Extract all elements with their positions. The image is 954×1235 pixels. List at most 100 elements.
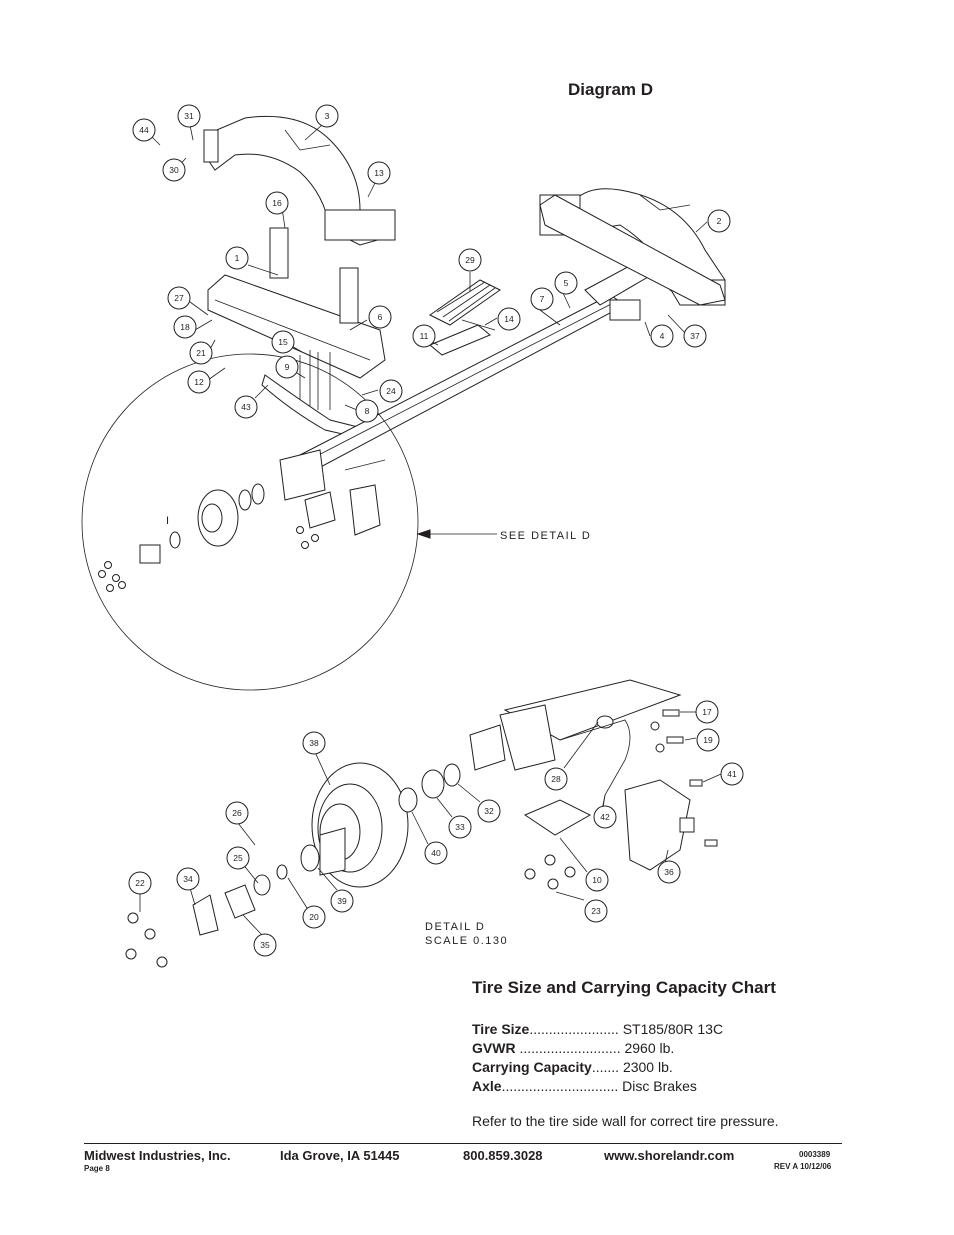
callout-circle (585, 868, 609, 892)
callout-18: 18 (173, 315, 197, 339)
callout-42: 42 (593, 805, 617, 829)
callout-number: 5 (564, 278, 569, 288)
callout-number: 26 (232, 808, 242, 818)
callout-circle (720, 762, 744, 786)
footer-divider (84, 1143, 842, 1144)
callout-circle (253, 933, 277, 957)
right-bracket (539, 194, 726, 321)
callout-number: 6 (378, 312, 383, 322)
callout-number: 24 (386, 386, 396, 396)
callout-number: 3 (325, 111, 330, 121)
callout-31: 31 (177, 104, 201, 128)
callout-number: 8 (365, 406, 370, 416)
callout-1: 1 (225, 246, 249, 270)
callout-number: 23 (591, 906, 601, 916)
callout-12: 12 (187, 370, 211, 394)
callout-circle (302, 731, 326, 755)
spec-value: 2300 lb. (622, 1059, 673, 1075)
callout-44: 44 (132, 118, 156, 142)
upper-hub-assembly (139, 449, 386, 564)
callout-circle (330, 889, 354, 913)
detail-rotor (311, 762, 409, 888)
callout-24: 24 (379, 379, 403, 403)
callout-number: 1 (235, 253, 240, 263)
callout-circle (412, 324, 436, 348)
callout-32: 32 (477, 799, 501, 823)
callout-3: 3 (315, 104, 339, 128)
callout-circle (458, 248, 482, 272)
callout-13: 13 (367, 161, 391, 185)
callout-number: 9 (285, 362, 290, 372)
callout-circle (302, 905, 326, 929)
callout-number: 19 (703, 735, 713, 745)
callout-circle (176, 867, 200, 891)
scale-label: SCALE 0.130 (425, 935, 508, 947)
callout-6: 6 (368, 305, 392, 329)
detail-nuts (125, 709, 718, 968)
spec-label: Carrying Capacity (472, 1059, 592, 1075)
callout-30: 30 (162, 158, 186, 182)
spec-row-gvwr: GVWR .......................... 2960 lb. (472, 1039, 723, 1058)
callout-40: 40 (424, 841, 448, 865)
callout-41: 41 (720, 762, 744, 786)
callout-number: 21 (196, 348, 206, 358)
callout-circle (173, 315, 197, 339)
callout-number: 36 (664, 867, 674, 877)
callout-number: 34 (183, 874, 193, 884)
callout-circle (225, 246, 249, 270)
footer-doc-number: 0003389 (799, 1150, 831, 1159)
callout-15: 15 (271, 330, 295, 354)
fender-left (203, 115, 396, 246)
callout-circle (695, 700, 719, 724)
callout-number: 22 (135, 878, 145, 888)
callout-number: 14 (504, 314, 514, 324)
spec-row-carrying-capacity: Carrying Capacity....... 2300 lb. (472, 1058, 723, 1077)
callout-number: 33 (455, 822, 465, 832)
callout-10: 10 (585, 868, 609, 892)
callout-circle (275, 355, 299, 379)
callout-28: 28 (544, 767, 568, 791)
callout-9: 9 (275, 355, 299, 379)
detail-circle (81, 353, 419, 691)
callout-number: 37 (690, 331, 700, 341)
callout-circle (424, 841, 448, 865)
callout-19: 19 (696, 728, 720, 752)
callout-circle (234, 395, 258, 419)
callout-circle (189, 341, 213, 365)
callout-27: 27 (167, 286, 191, 310)
callout-number: 30 (169, 165, 179, 175)
spec-value: ST185/80R 13C (622, 1021, 724, 1037)
callout-43: 43 (234, 395, 258, 419)
callout-circle (367, 161, 391, 185)
spec-dots: ....... (591, 1059, 620, 1075)
footer-company: Midwest Industries, Inc. (84, 1148, 231, 1163)
footer-website: www.shorelandr.com (604, 1148, 735, 1163)
callout-20: 20 (302, 905, 326, 929)
callout-23: 23 (584, 899, 608, 923)
callout-circle (650, 324, 674, 348)
spec-list: Tire Size....................... ST185/8… (472, 1020, 723, 1096)
callout-number: 38 (309, 738, 319, 748)
callout-34: 34 (176, 867, 200, 891)
detail-bearings (192, 763, 461, 936)
callout-11: 11 (412, 324, 436, 348)
callout-circle (128, 871, 152, 895)
spec-label: Tire Size (472, 1021, 530, 1037)
callout-circle (265, 191, 289, 215)
callout-circle (696, 728, 720, 752)
callout-number: 42 (600, 812, 610, 822)
left-bracket (207, 227, 386, 379)
spec-dots: .......................... (519, 1040, 621, 1056)
spec-value: 2960 lb. (624, 1040, 675, 1056)
callout-number: 31 (184, 111, 194, 121)
callout-circle (315, 104, 339, 128)
callout-number: 41 (727, 769, 737, 779)
callout-circle (530, 287, 554, 311)
callout-7: 7 (530, 287, 554, 311)
callout-circle (226, 846, 250, 870)
callout-number: 17 (702, 707, 712, 717)
callout-38: 38 (302, 731, 326, 755)
callout-circle (177, 104, 201, 128)
